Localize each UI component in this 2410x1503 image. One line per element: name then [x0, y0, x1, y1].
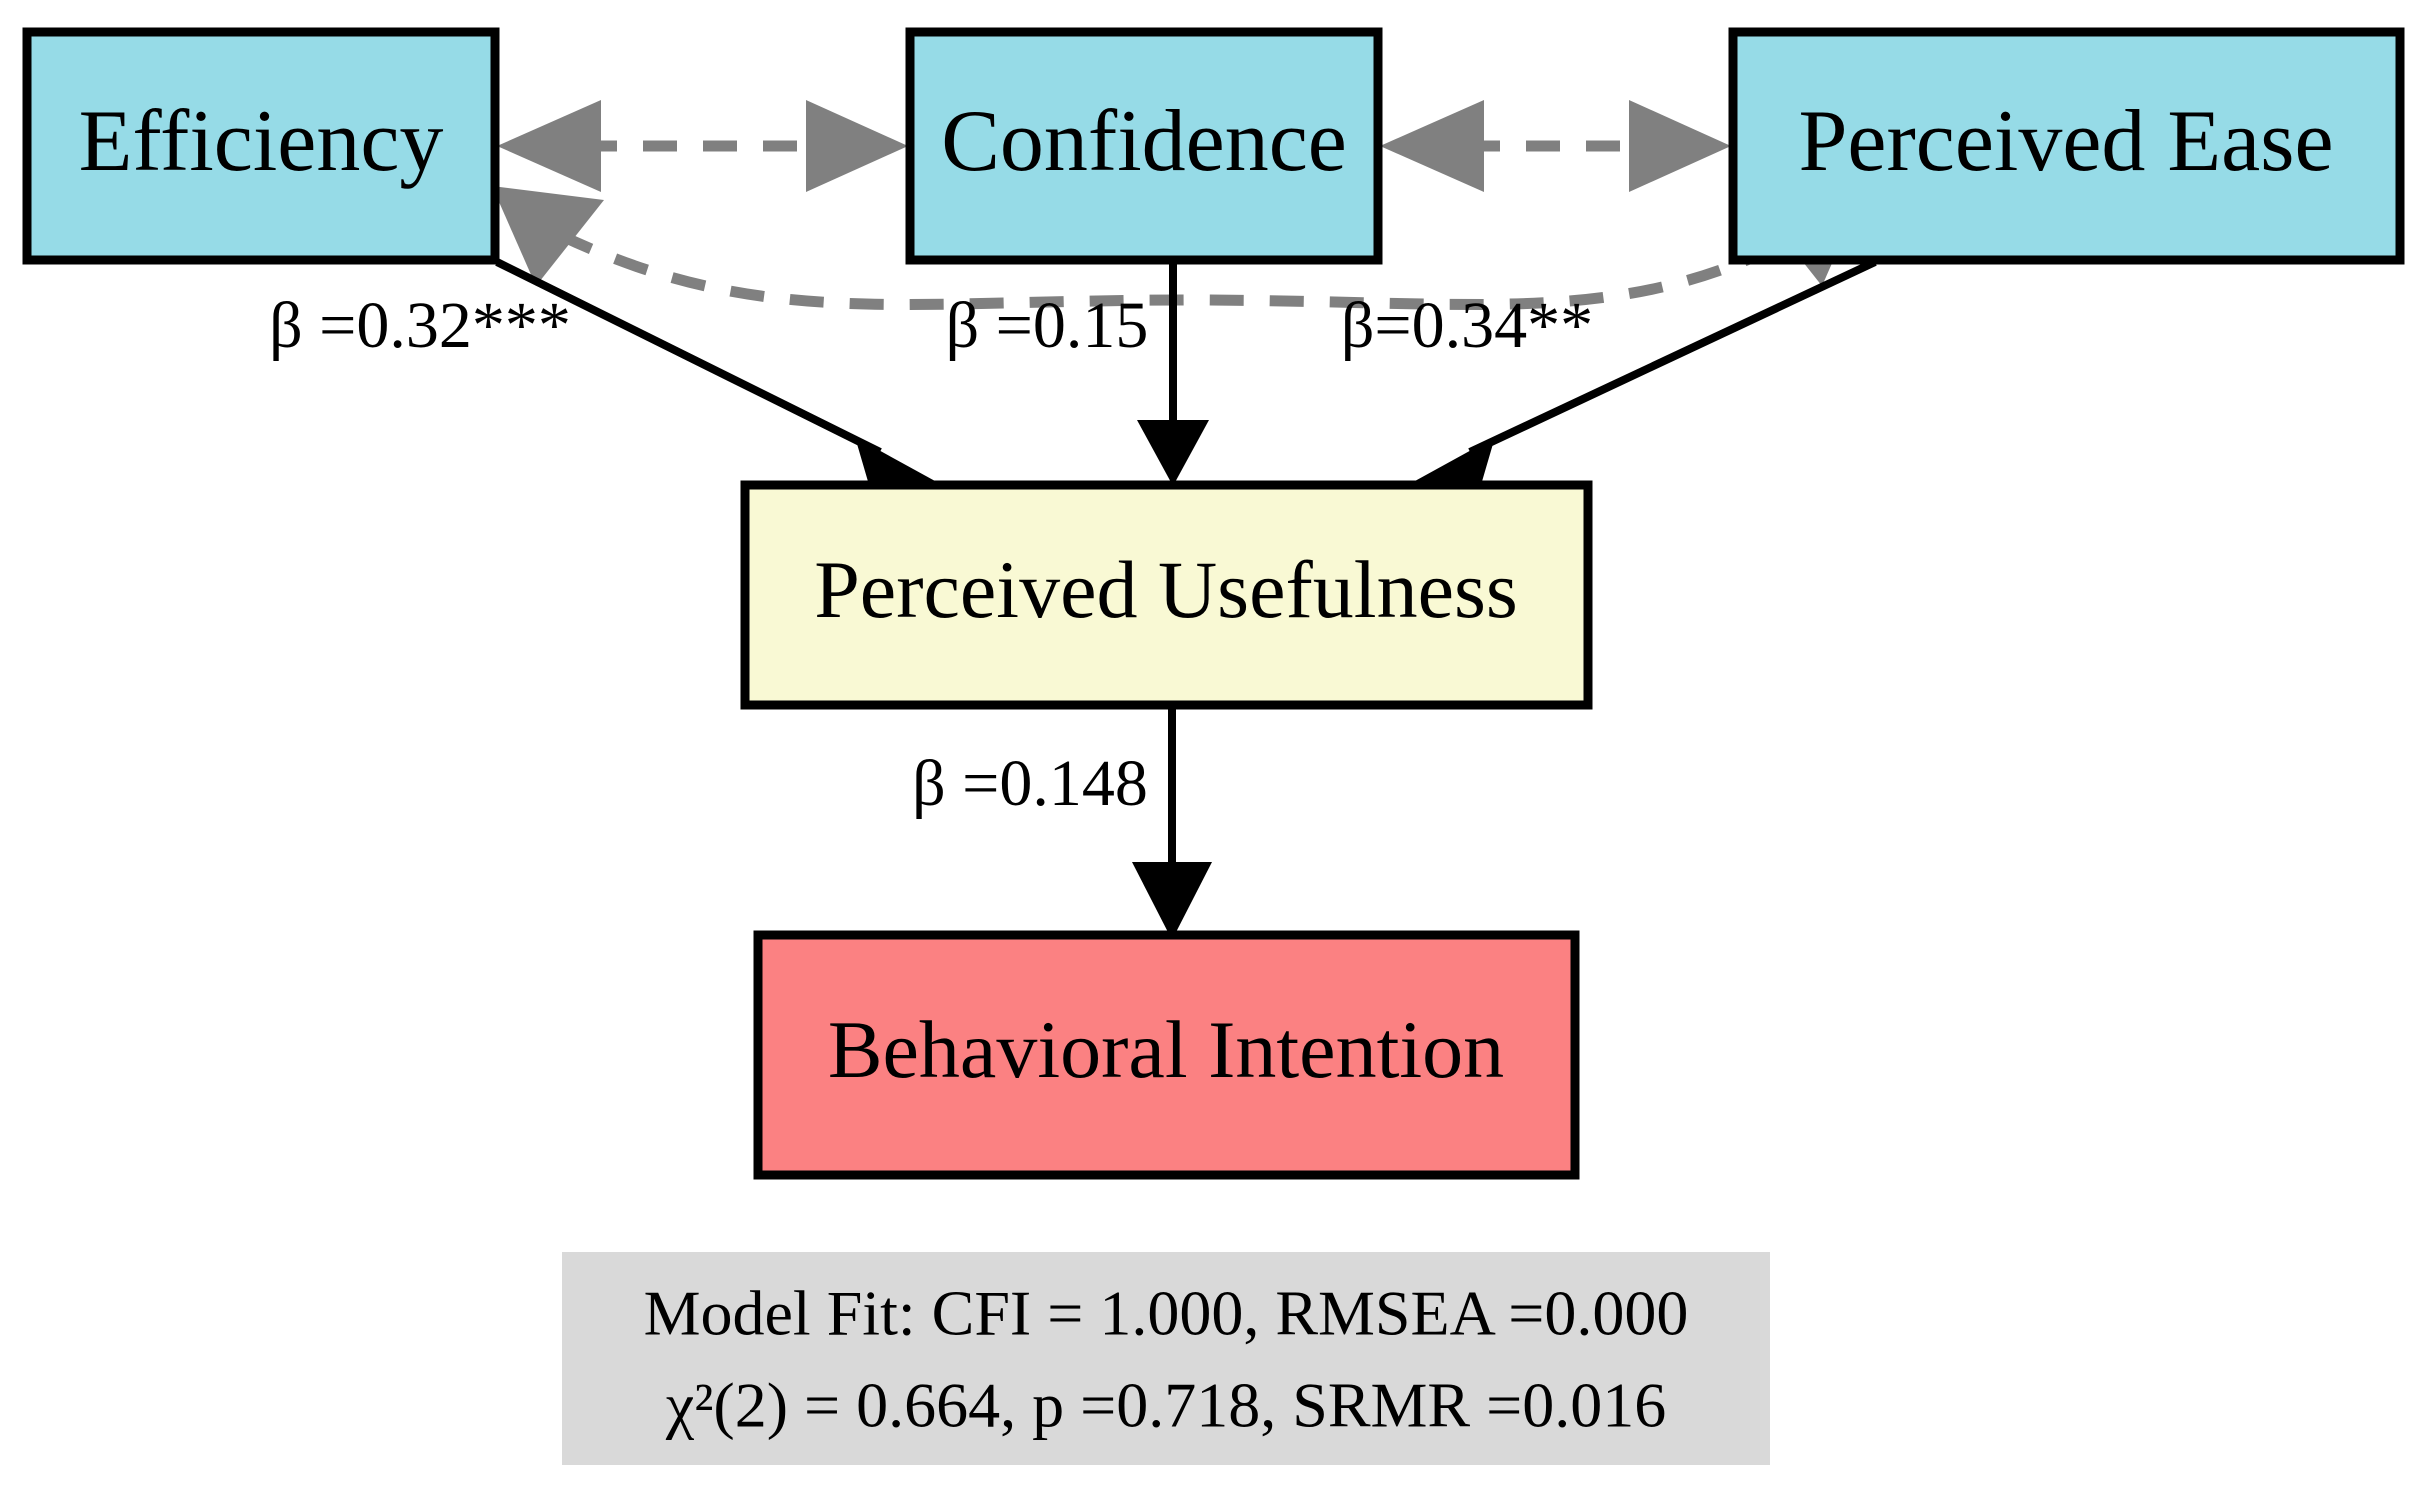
path-line-eff-pu: [495, 258, 882, 456]
covariance-efficiency-confidence: [497, 100, 908, 192]
node-confidence-label: Confidence: [941, 93, 1347, 190]
path-confidence-to-usefulness: [1137, 262, 1209, 486]
node-perceived-usefulness-rect[interactable]: [740, 480, 1593, 710]
node-efficiency[interactable]: Efficiency: [22, 27, 500, 265]
covariance-curve-eff-pe: [557, 230, 1803, 310]
node-efficiency-label: Efficiency: [79, 93, 444, 190]
coef-label-efficiency-usefulness: β =0.32***: [269, 289, 571, 362]
arrowhead-right-eff-conf: [806, 100, 908, 192]
path-usefulness-to-intention: [1132, 705, 1212, 940]
coef-label-confidence-usefulness: β =0.15: [946, 289, 1149, 362]
node-perceived-usefulness-label: Perceived Usefulness: [814, 544, 1518, 635]
node-behavioral-intention-rect[interactable]: [753, 930, 1580, 1180]
arrowhead-conf-pu: [1137, 420, 1209, 486]
model-fit-panel: Model Fit: CFI = 1.000, RMSEA =0.000 χ²(…: [562, 1252, 1770, 1465]
covariance-confidence-perceived-ease: [1380, 100, 1731, 192]
node-perceived-ease-rect[interactable]: [1728, 27, 2405, 265]
node-behavioral-intention[interactable]: Behavioral Intention: [753, 930, 1580, 1180]
model-fit-line-1: Model Fit: CFI = 1.000, RMSEA =0.000: [644, 1278, 1689, 1349]
model-fit-panel-bg: [562, 1252, 1770, 1465]
path-line-pe-pu: [1468, 258, 1877, 456]
coef-label-perceived-ease-usefulness: β=0.34**: [1341, 289, 1593, 362]
node-confidence[interactable]: Confidence: [905, 27, 1383, 265]
arrowhead-left-eff-pe: [492, 186, 604, 286]
node-confidence-rect[interactable]: [905, 27, 1383, 265]
arrowhead-left-conf-pe: [1380, 100, 1484, 192]
arrowhead-left-eff-conf: [497, 100, 601, 192]
node-perceived-ease[interactable]: Perceived Ease: [1728, 27, 2405, 265]
node-perceived-ease-label: Perceived Ease: [1798, 93, 2333, 190]
node-behavioral-intention-label: Behavioral Intention: [828, 1004, 1504, 1095]
arrowhead-pu-bi: [1132, 862, 1212, 940]
coef-label-usefulness-intention: β =0.148: [912, 747, 1148, 820]
node-perceived-usefulness[interactable]: Perceived Usefulness: [740, 480, 1593, 710]
node-efficiency-rect[interactable]: [22, 27, 500, 265]
model-fit-line-2: χ²(2) = 0.664, p =0.718, SRMR =0.016: [665, 1370, 1666, 1441]
arrowhead-right-conf-pe: [1629, 100, 1731, 192]
